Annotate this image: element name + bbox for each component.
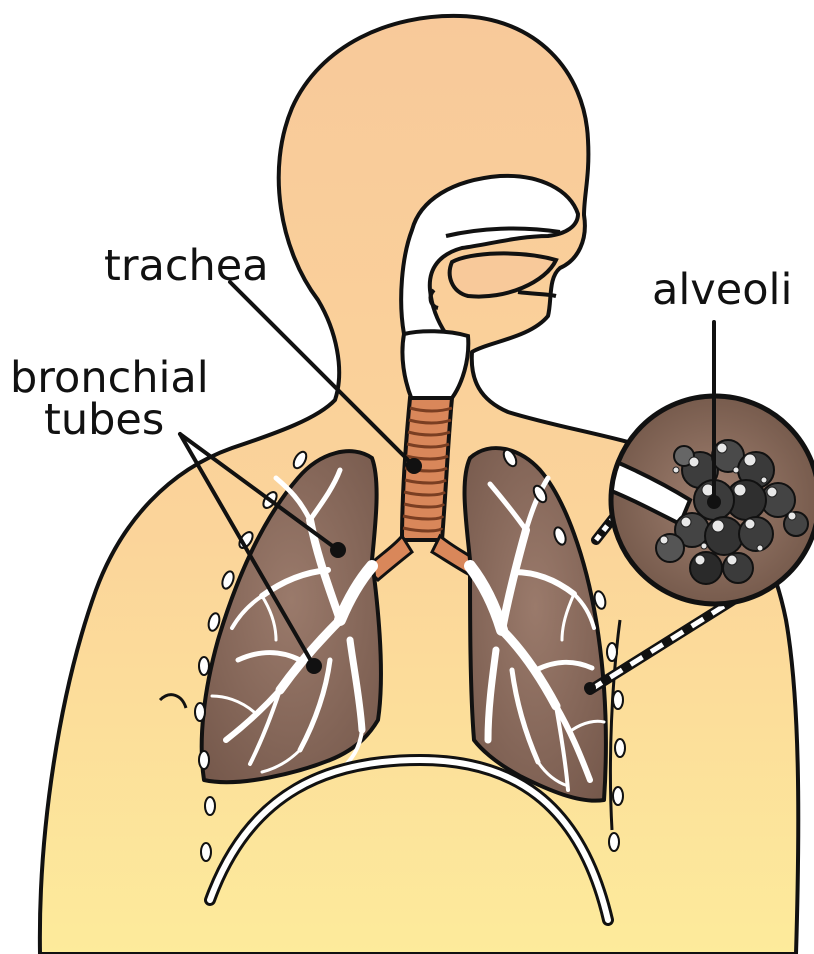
larynx: [402, 331, 468, 400]
trachea-label: trachea: [104, 241, 269, 291]
bronchial-leader-dot-2: [306, 658, 322, 674]
trachea-leader-dot: [406, 458, 422, 474]
alveoli-label: alveoli: [652, 265, 792, 315]
bronchial-leader-dot-1: [330, 542, 346, 558]
bronchial-tubes-label-line2: tubes: [44, 395, 164, 445]
alveoli-leader-dot: [707, 495, 721, 509]
zoom-origin-point: [584, 682, 596, 694]
